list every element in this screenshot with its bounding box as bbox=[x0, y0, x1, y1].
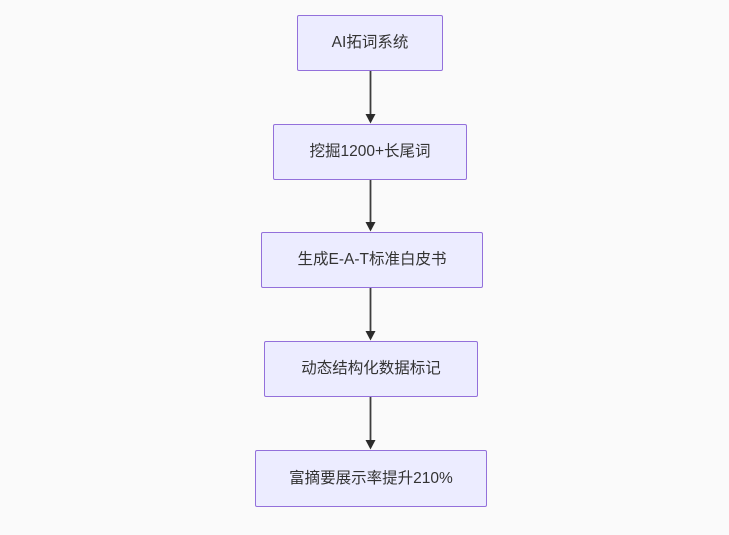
edge-arrow-2 bbox=[365, 288, 376, 341]
flow-node-label: 生成E-A-T标准白皮书 bbox=[297, 251, 447, 269]
arrowhead-icon bbox=[365, 331, 376, 341]
arrowhead-icon bbox=[365, 440, 376, 450]
flow-node-label: 挖掘1200+长尾词 bbox=[309, 143, 431, 161]
flow-node-label: 富摘要展示率提升210% bbox=[289, 469, 453, 487]
edge-arrow-1 bbox=[365, 180, 376, 232]
flow-node-rich-snippet-result: 富摘要展示率提升210% bbox=[255, 450, 487, 507]
edge-arrow-0 bbox=[365, 71, 376, 124]
flow-node-longtail-mining: 挖掘1200+长尾词 bbox=[273, 124, 467, 180]
flow-node-label: AI拓词系统 bbox=[331, 34, 409, 52]
flow-node-ai-keyword-system: AI拓词系统 bbox=[297, 15, 443, 71]
flow-node-eat-whitepaper: 生成E-A-T标准白皮书 bbox=[261, 232, 483, 288]
flow-node-label: 动态结构化数据标记 bbox=[301, 360, 441, 378]
arrowhead-icon bbox=[365, 114, 376, 124]
flow-node-structured-data-markup: 动态结构化数据标记 bbox=[264, 341, 478, 397]
arrowhead-icon bbox=[365, 222, 376, 232]
edge-arrow-3 bbox=[365, 397, 376, 450]
